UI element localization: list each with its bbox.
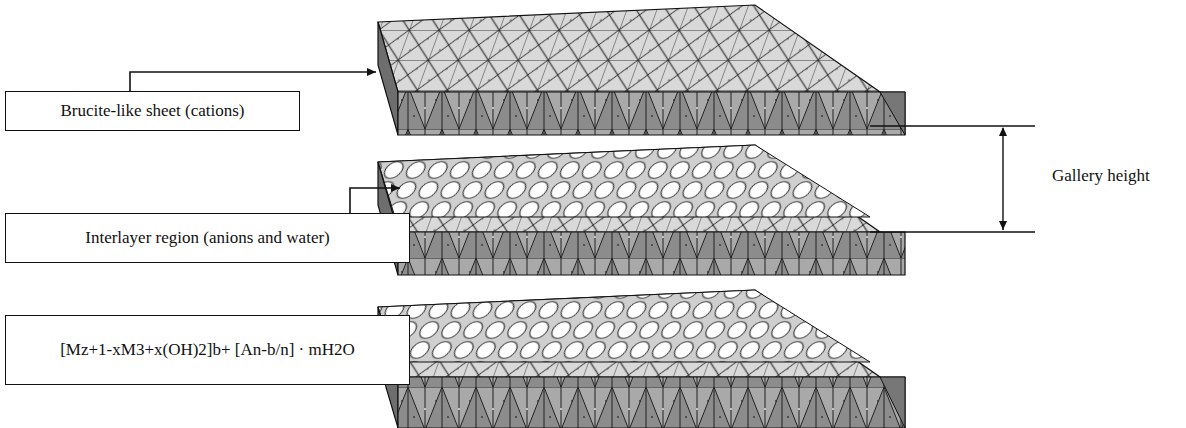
brucite-sheet	[378, 5, 905, 135]
text-box: [Mz+1-xM3+x(OH)2]b+ [An-b/n] · mH2O	[5, 315, 410, 385]
dimension-label: Gallery height	[1052, 166, 1150, 186]
leader-arrow	[130, 72, 376, 91]
text-box: Interlayer region (anions and water)	[5, 213, 410, 263]
box-content: Interlayer region (anions and water)	[85, 228, 330, 248]
brucite-sheet	[378, 145, 905, 275]
dimension-marker	[870, 126, 1035, 232]
brucite-sheet	[378, 290, 905, 428]
box-text: Brucite-like sheet (cations)	[60, 101, 244, 121]
box-text: Interlayer region (anions and water)	[85, 228, 330, 248]
leader-arrow	[350, 188, 400, 213]
box-text: [Mz+1-xM3+x(OH)2]b+ [An-b/n] · mH2O	[60, 340, 355, 360]
text-box: Brucite-like sheet (cations)	[5, 91, 300, 131]
box-content: Brucite-like sheet (cations)	[60, 101, 244, 121]
box-content: [Mz+1-xM3+x(OH)2]b+ [An-b/n] · mH2O	[60, 340, 355, 360]
